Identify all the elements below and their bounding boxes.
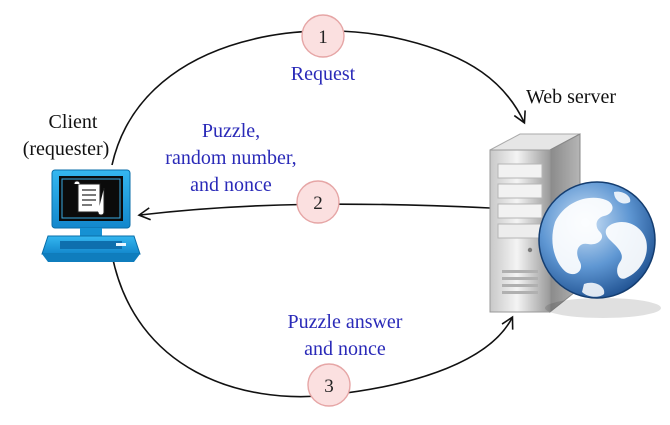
step-marker-1: 1 [301, 14, 345, 58]
step-1-label: Request [291, 63, 356, 85]
client-label-line2: (requester) [23, 138, 110, 160]
document-scroll-icon [73, 180, 105, 216]
client-label-line1: Client [49, 111, 98, 133]
step-marker-3: 3 [307, 363, 351, 407]
step-3-label-line1: Puzzle answer [288, 311, 403, 333]
step-2-label-line3: and nonce [190, 174, 272, 196]
globe-icon [538, 181, 661, 318]
request-arc [111, 30, 526, 166]
step-marker-2: 2 [296, 180, 340, 224]
step-number-2: 2 [313, 193, 323, 214]
step-3-label-line2: and nonce [304, 338, 386, 360]
server-label: Web server [526, 86, 616, 108]
computer-icon [41, 169, 141, 262]
step-2-label-line2: random number, [165, 147, 296, 169]
step-number-1: 1 [318, 27, 328, 48]
step-number-3: 3 [324, 376, 334, 397]
step-2-label-line1: Puzzle, [202, 120, 260, 142]
